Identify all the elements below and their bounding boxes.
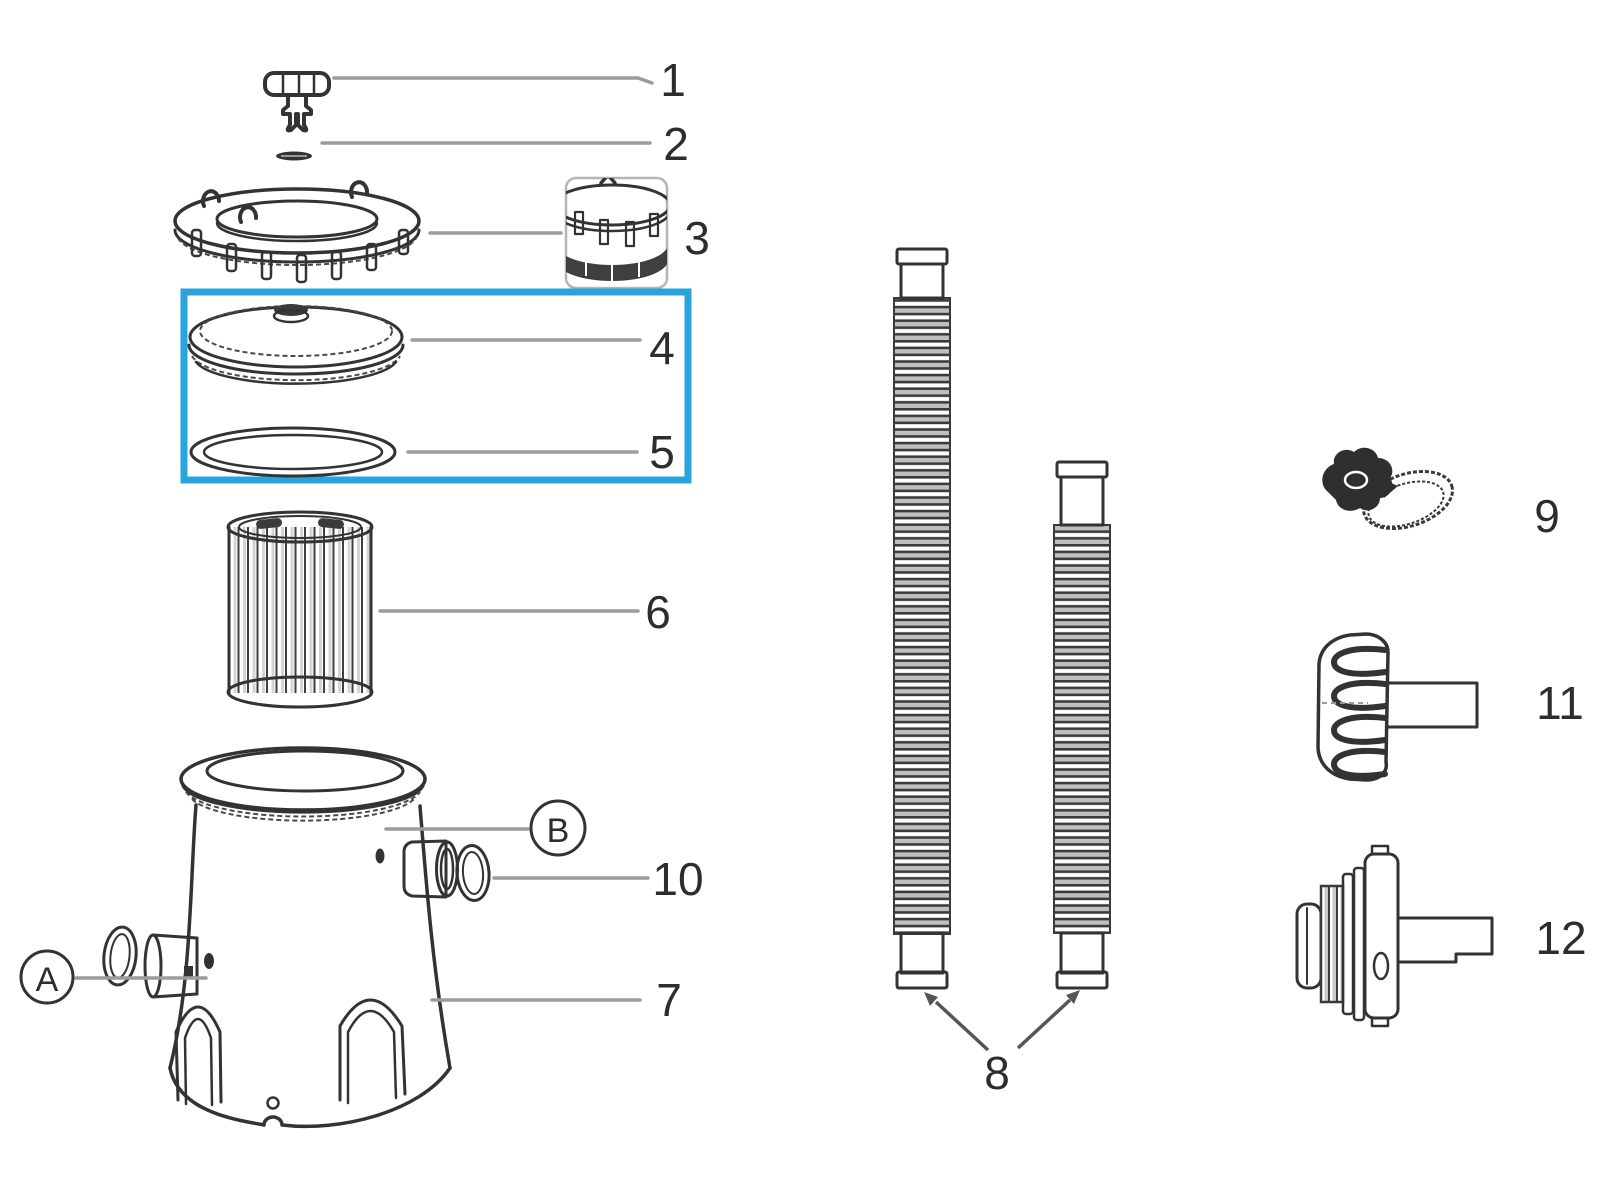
part-label-3: 3 (684, 212, 710, 264)
part-label-8: 8 (984, 1047, 1010, 1099)
part-label-10: 10 (652, 853, 703, 905)
part-label-5: 5 (649, 426, 675, 478)
filter-cartridge-drawing (226, 510, 374, 709)
port-label-B: B (529, 799, 587, 857)
part-label-1: 1 (660, 54, 686, 106)
highlight-box-parts-4-5 (180, 288, 692, 484)
part-label-12: 12 (1535, 912, 1586, 964)
hose-adaptor-drawing (1295, 844, 1494, 1028)
filter-cover-lid-drawing (187, 304, 405, 385)
port-label-A: A (19, 949, 75, 1005)
filter-collar-ring-drawing (173, 180, 421, 284)
part-label-9: 9 (1534, 490, 1560, 542)
part-label-4: 4 (649, 322, 675, 374)
air-release-valve-drawing (263, 71, 331, 133)
part-label-6: 6 (645, 586, 671, 638)
control-knob-drawing (1316, 632, 1479, 782)
hose-short-drawing (1053, 460, 1111, 990)
part-label-11: 11 (1536, 677, 1584, 729)
valve-gasket-drawing (276, 151, 312, 161)
cover-o-ring-drawing (189, 426, 397, 478)
pump-tank-drawing (102, 746, 491, 1129)
port-letter-B: B (547, 812, 570, 850)
hose-long-drawing (893, 247, 951, 990)
collar-ring-detail-box (564, 176, 669, 290)
leader-lines (74, 76, 654, 1002)
part-label-2: 2 (663, 118, 689, 170)
hose-clamp-drawing (1322, 447, 1454, 531)
hose-callout-arrows (924, 990, 1080, 1052)
port-letter-A: A (36, 961, 59, 999)
part-label-7: 7 (656, 974, 682, 1026)
